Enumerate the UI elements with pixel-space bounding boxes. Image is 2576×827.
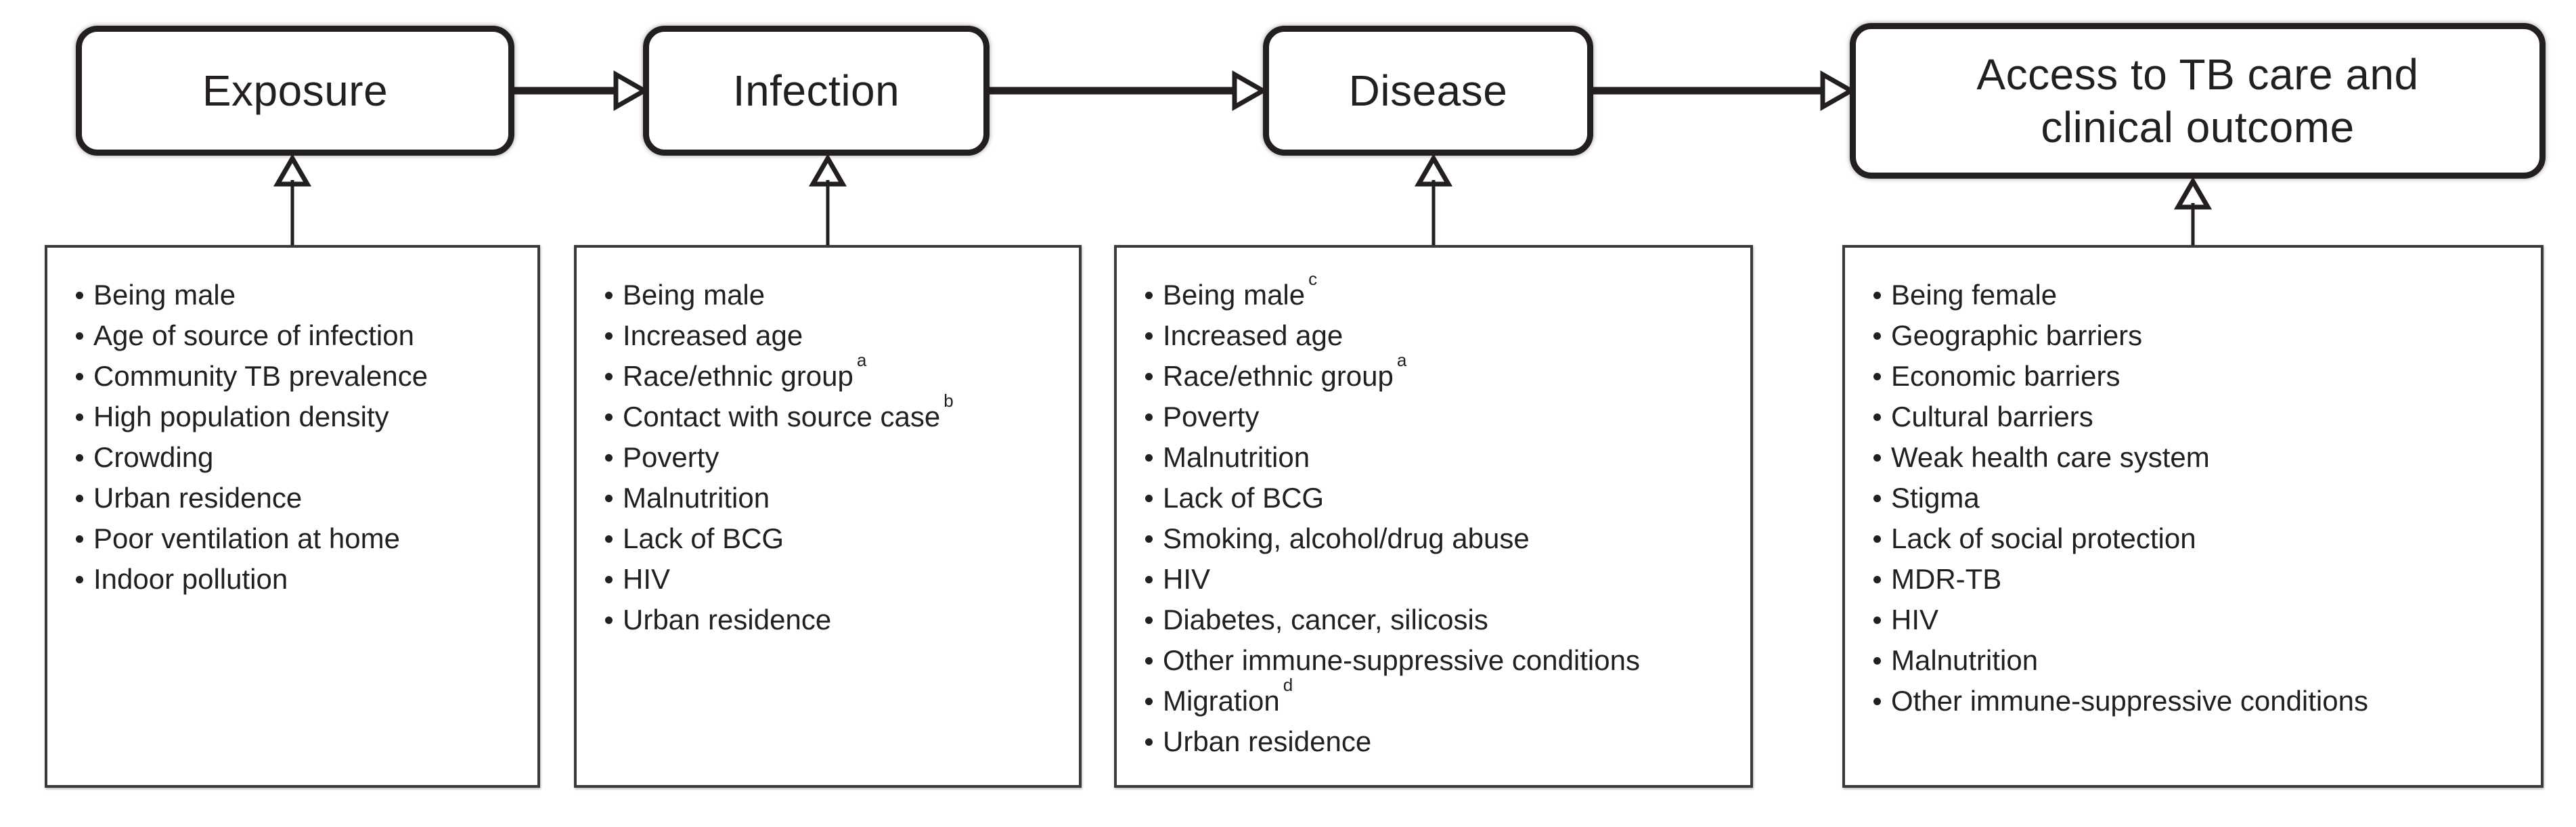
footnote-marker: c: [1308, 269, 1318, 289]
factor-item: Poor ventilation at home: [74, 518, 528, 559]
factor-item: MDR-TB: [1872, 559, 2531, 600]
flow-arrow-infection-to-disease: [985, 70, 1268, 112]
factor-item: Crowding: [74, 437, 528, 478]
factor-item: Lack of BCG: [1144, 478, 1741, 518]
factor-item: High population density: [74, 397, 528, 437]
factor-item: Malnutrition: [604, 478, 1069, 518]
footnote-marker: a: [1396, 350, 1407, 370]
factor-connector-infection: [808, 154, 847, 245]
stage-box-exposure: Exposure: [76, 26, 514, 156]
factor-item: Smoking, alcohol/drug abuse: [1144, 518, 1741, 559]
factor-item: Other immune-suppressive conditions: [1144, 640, 1741, 681]
stage-label-disease: Disease: [1348, 66, 1508, 115]
factor-item: Being female: [1872, 275, 2531, 315]
factor-item: Being male: [74, 275, 528, 315]
factor-item: Increased age: [604, 315, 1069, 356]
stage-box-disease: Disease: [1263, 26, 1593, 156]
stage-box-infection: Infection: [643, 26, 990, 156]
factor-item: Being male: [604, 275, 1069, 315]
factor-item: Increased age: [1144, 315, 1741, 356]
factor-item: Urban residence: [604, 600, 1069, 640]
footnote-marker: d: [1283, 675, 1293, 695]
factor-connector-access: [2173, 177, 2213, 245]
stage-box-access-to-care: Access to TB care and clinical outcome: [1850, 23, 2546, 179]
stage-label-infection: Infection: [732, 66, 900, 115]
factor-item: Poverty: [1144, 397, 1741, 437]
footnote-marker: b: [943, 390, 954, 411]
factor-item: Weak health care system: [1872, 437, 2531, 478]
factor-item: Economic barriers: [1872, 356, 2531, 397]
arrowhead-icon: [1232, 70, 1268, 112]
flow-arrow-exposure-to-infection: [512, 70, 650, 112]
factor-item: Lack of social protection: [1872, 518, 2531, 559]
arrowhead-icon: [1820, 70, 1857, 112]
factor-item: HIV: [1872, 600, 2531, 640]
factor-item: HIV: [1144, 559, 1741, 600]
factor-item: Diabetes, cancer, silicosis: [1144, 600, 1741, 640]
factor-item: Lack of BCG: [604, 518, 1069, 559]
factor-item: Urban residence: [1144, 721, 1741, 762]
arrowhead-icon: [613, 70, 650, 112]
factor-item: Cultural barriers: [1872, 397, 2531, 437]
factor-item: Age of source of infection: [74, 315, 528, 356]
factor-item: Other immune-suppressive conditions: [1872, 681, 2531, 721]
factor-item: Indoor pollution: [74, 559, 528, 600]
factor-connector-disease: [1414, 154, 1453, 245]
flow-arrow-disease-to-access: [1591, 70, 1857, 112]
stage-label-exposure: Exposure: [202, 66, 388, 115]
stage-label-access-to-care: Access to TB care and clinical outcome: [1976, 49, 2419, 152]
factor-item: Urban residence: [74, 478, 528, 518]
factor-item: Malnutrition: [1144, 437, 1741, 478]
footnote-marker: a: [856, 350, 867, 370]
factor-item: Community TB prevalence: [74, 356, 528, 397]
factor-item: Poverty: [604, 437, 1069, 478]
factor-item: HIV: [604, 559, 1069, 600]
factor-connector-exposure: [273, 154, 312, 245]
factor-item: Stigma: [1872, 478, 2531, 518]
factor-item: Geographic barriers: [1872, 315, 2531, 356]
factor-item: Malnutrition: [1872, 640, 2531, 681]
